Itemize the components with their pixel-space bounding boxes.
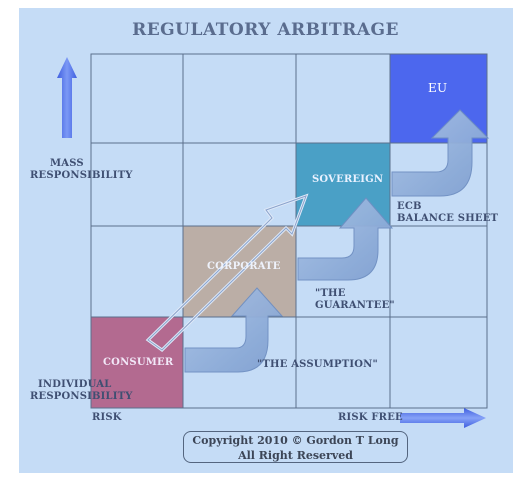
- guarantee-annotation-line1: "THE: [315, 288, 346, 299]
- flow-arrow-sovereign-eu: [391, 109, 490, 197]
- y-axis-bottom-label-line1: INDIVIDUAL: [38, 379, 112, 390]
- cell-corporate: [183, 226, 296, 317]
- y-axis-bottom-label: INDIVIDUAL RESPONSIBILITY: [30, 379, 133, 403]
- horizontal-axis-arrow: [400, 408, 486, 428]
- cell-eu-label: EU: [428, 81, 448, 95]
- copyright-box: Copyright 2010 © Gordon T Long All Right…: [183, 431, 408, 463]
- x-axis-right-label: RISK FREE: [338, 412, 403, 423]
- y-axis-top-label-line2: RESPONSIBILITY: [30, 170, 133, 181]
- y-axis-top-label: MASS RESPONSIBILITY: [30, 158, 133, 182]
- cell-sovereign-label: SOVEREIGN: [312, 174, 384, 185]
- cell-consumer-label: CONSUMER: [103, 357, 174, 368]
- guarantee-annotation: "THE GUARANTEE": [315, 288, 395, 312]
- assumption-annotation: "THE ASSUMPTION": [257, 359, 378, 370]
- flow-arrow-consumer-corporate: [184, 287, 284, 373]
- grid: [90, 53, 488, 409]
- vertical-axis-arrow: [57, 57, 77, 138]
- ecb-annotation: ECB BALANCE SHEET: [397, 201, 498, 225]
- diagram-title: REGULATORY ARBITRAGE: [132, 20, 399, 40]
- guarantee-annotation-line2: GUARANTEE": [315, 300, 395, 311]
- x-axis-left-label: RISK: [92, 412, 122, 423]
- cell-consumer: [91, 317, 183, 408]
- ecb-annotation-line1: ECB: [397, 201, 422, 212]
- y-axis-top-label-line1: MASS: [50, 158, 84, 169]
- cell-corporate-label: CORPORATE: [207, 261, 281, 272]
- ecb-annotation-line2: BALANCE SHEET: [397, 213, 499, 224]
- copyright-line1: Copyright 2010 © Gordon T Long: [192, 434, 399, 447]
- flow-arrow-corporate-sovereign: [297, 197, 394, 281]
- y-axis-bottom-label-line2: RESPONSIBILITY: [30, 391, 133, 402]
- copyright-line2: All Right Reserved: [238, 449, 353, 462]
